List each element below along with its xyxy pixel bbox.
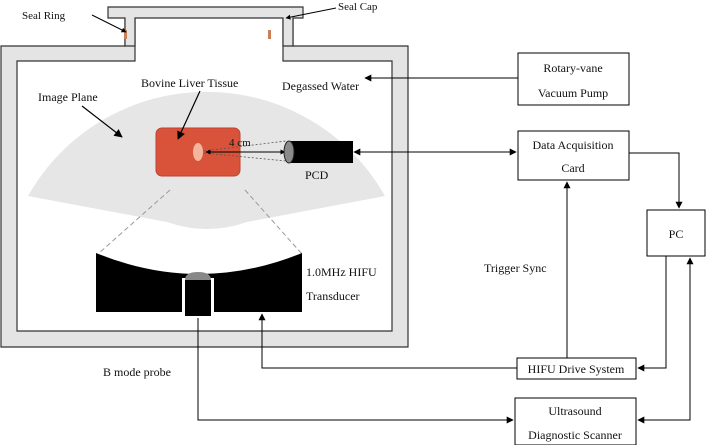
hifu-drive-to-transducer-arrow bbox=[258, 313, 517, 369]
vacuum-pump-box bbox=[517, 52, 630, 106]
transducer-label-line2: Transducer bbox=[306, 289, 360, 303]
pcd-label: PCD bbox=[305, 168, 329, 182]
pc-scanner-link-arrow bbox=[637, 257, 694, 424]
tissue-arrow bbox=[177, 90, 201, 140]
image-plane-arrow bbox=[81, 105, 123, 138]
pc-to-hifu-drive-arrow bbox=[637, 256, 667, 372]
data-acquisition-card-box bbox=[517, 130, 630, 181]
vacuum-pump-label-line1: Rotary-vane bbox=[543, 61, 602, 75]
seal-ring-right bbox=[268, 30, 271, 39]
daq-label-line1: Data Acquisition bbox=[533, 138, 614, 152]
beam-line-left bbox=[97, 189, 171, 255]
hifu-focus bbox=[193, 143, 203, 161]
pc-box bbox=[646, 209, 706, 257]
degassed-water-label: Degassed Water bbox=[282, 79, 359, 93]
bovine-liver-tissue-label: Bovine Liver Tissue bbox=[141, 76, 238, 90]
scanner-label-line1: Ultrasound bbox=[548, 404, 601, 418]
pc-label: PC bbox=[669, 227, 684, 241]
distance-label: 4 cm bbox=[229, 137, 251, 149]
hifu-drive-system-label: HIFU Drive System bbox=[528, 362, 625, 376]
seal-cap-label: Seal Cap bbox=[338, 1, 378, 13]
pcd-probe-tip bbox=[283, 140, 295, 164]
pcd-probe bbox=[289, 141, 353, 163]
scanner-label-line2: Diagnostic Scanner bbox=[528, 428, 622, 442]
ultrasound-scanner-box bbox=[514, 397, 637, 445]
b-mode-probe-label: B mode probe bbox=[103, 365, 171, 379]
b-mode-probe bbox=[185, 280, 211, 316]
b-mode-probe-cap bbox=[185, 272, 211, 280]
seal-ring-label: Seal Ring bbox=[22, 10, 66, 22]
seal-ring-left bbox=[124, 30, 127, 39]
vacuum-pump-label-line2: Vacuum Pump bbox=[538, 86, 608, 100]
transducer-label-line1: 1.0MHz HIFU bbox=[306, 265, 377, 279]
seal-cap-arrow bbox=[285, 7, 337, 20]
beam-line-right bbox=[244, 189, 303, 255]
seal-ring-arrow bbox=[91, 14, 127, 33]
probe-to-scanner-arrow bbox=[197, 318, 514, 424]
seal-cap bbox=[107, 6, 304, 47]
trigger-sync-label: Trigger Sync bbox=[484, 261, 547, 275]
image-plane-label: Image Plane bbox=[38, 90, 98, 104]
daq-label-line2: Card bbox=[561, 161, 584, 175]
pcd-beam-top bbox=[203, 140, 287, 152]
daq-to-pc-arrow bbox=[629, 152, 683, 209]
